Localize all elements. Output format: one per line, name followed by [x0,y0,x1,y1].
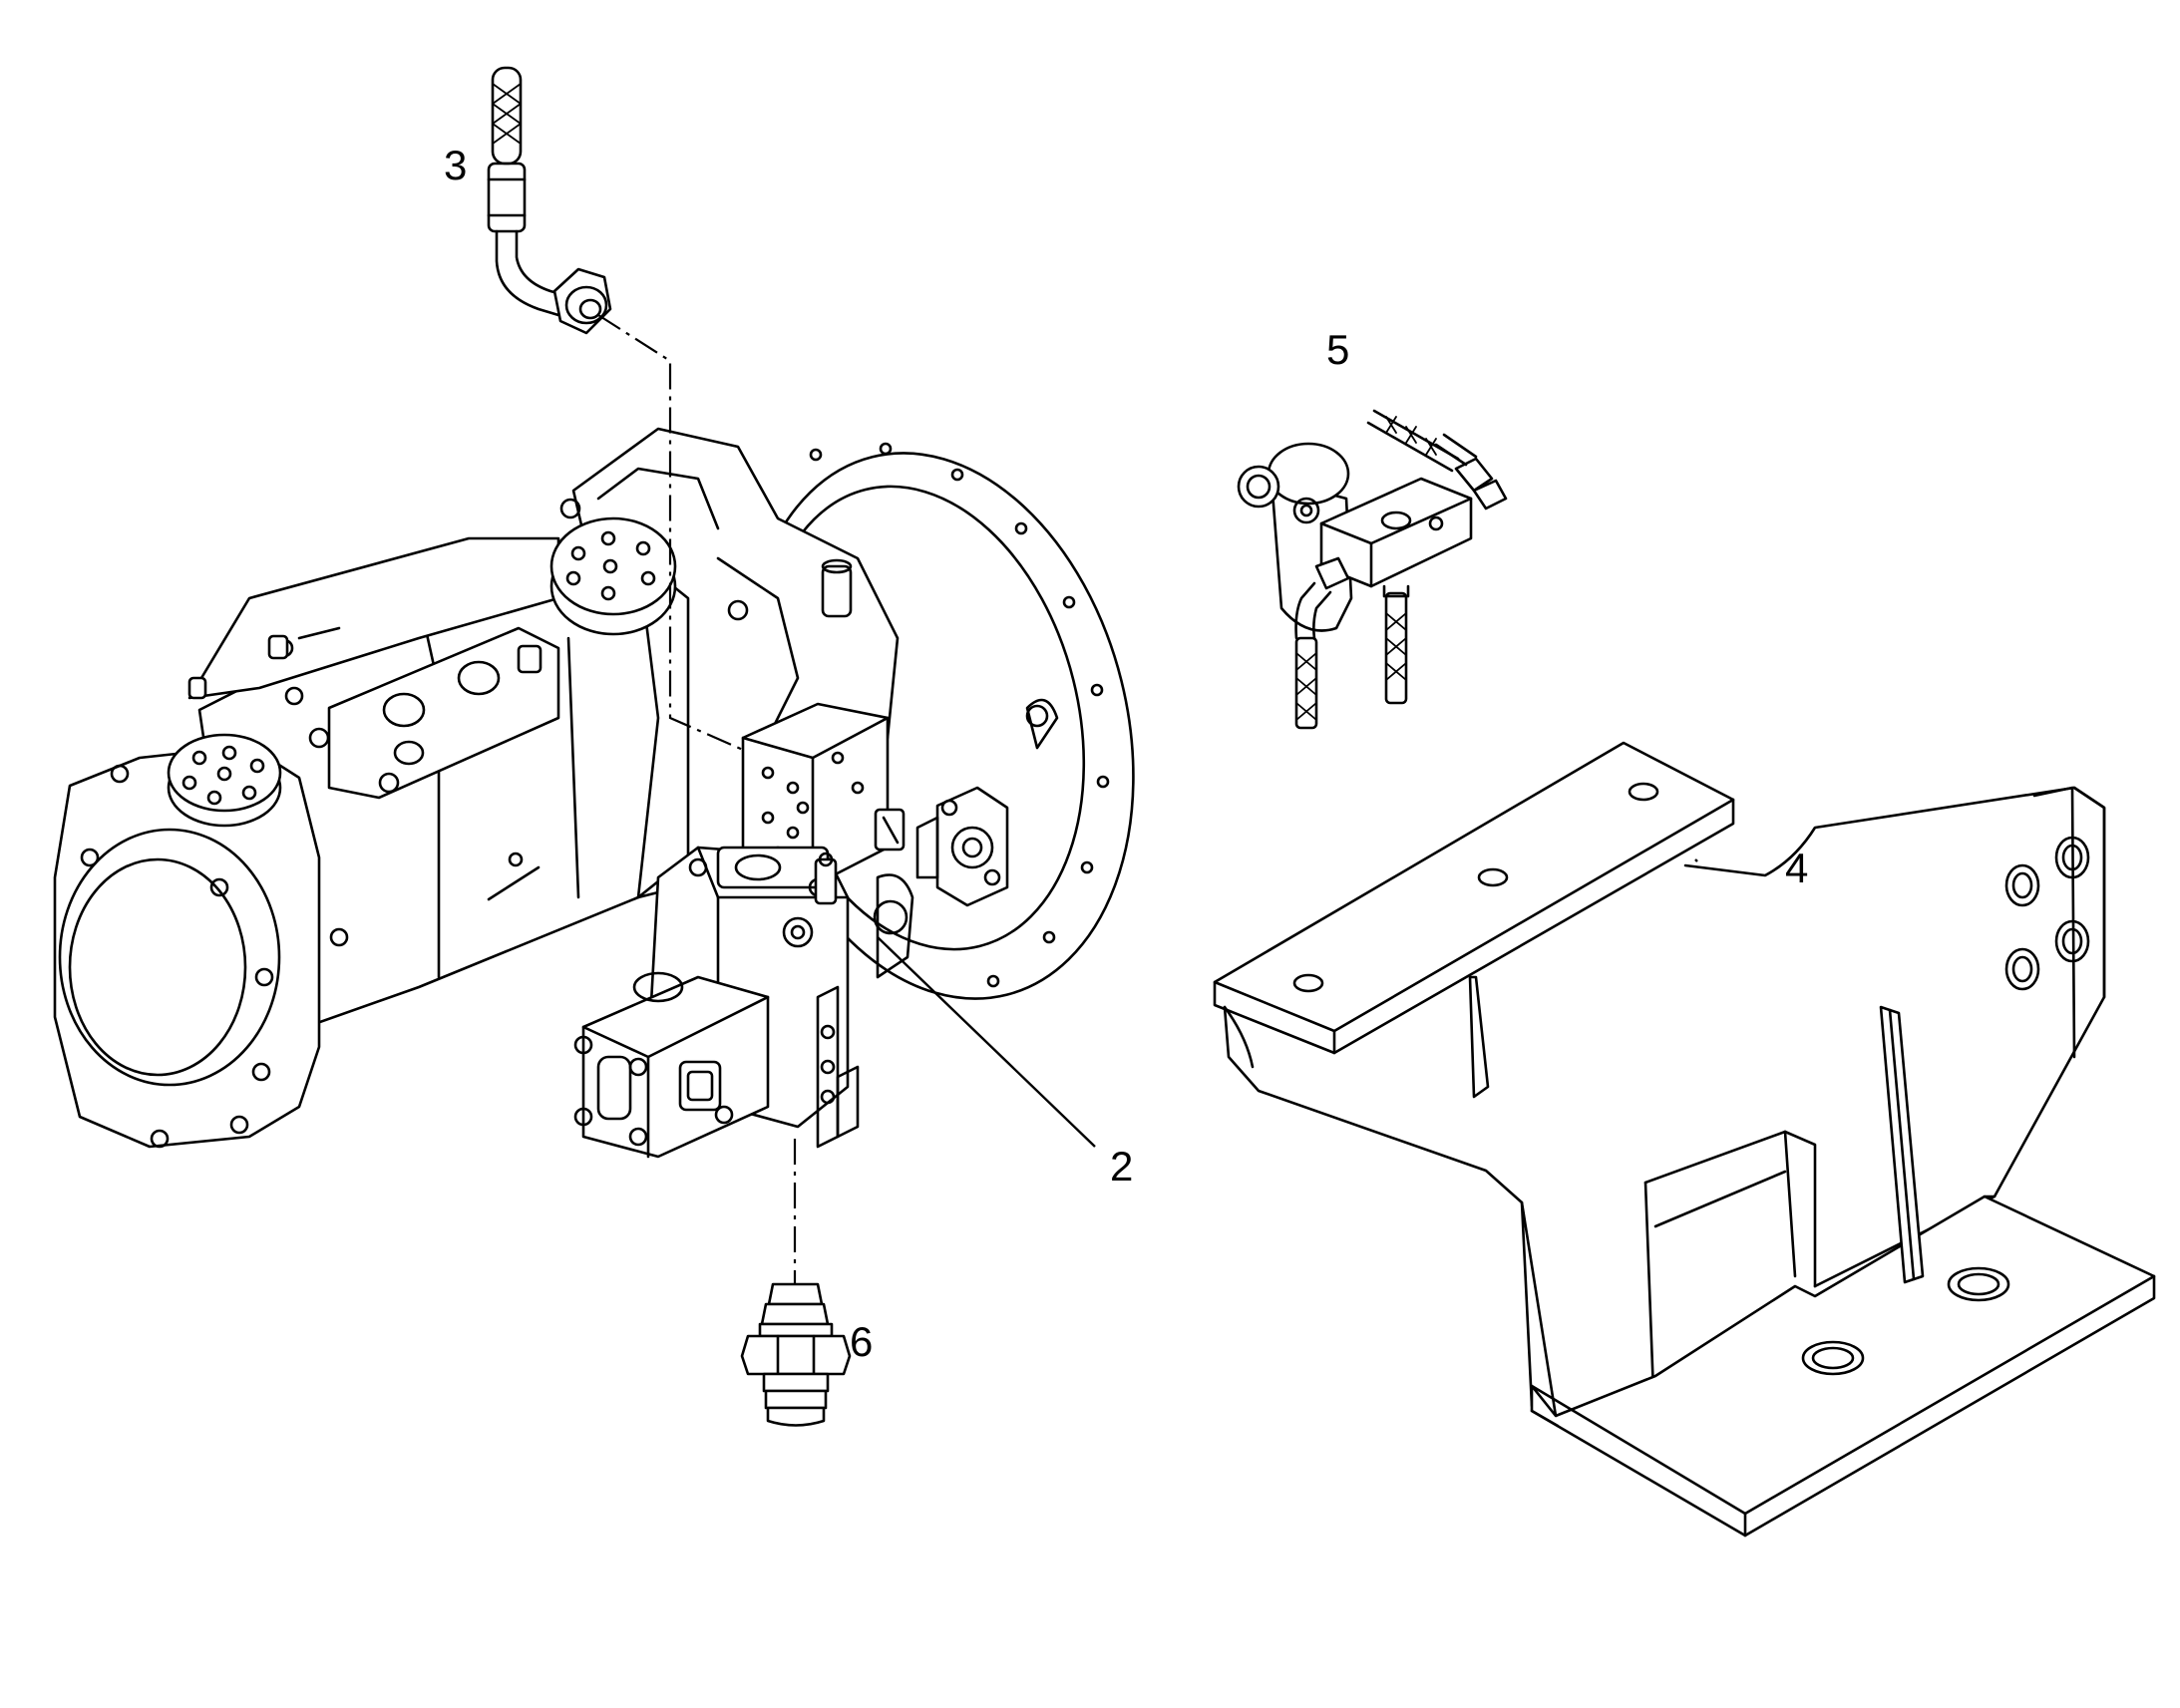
hose-assembly-item-3[interactable] [487,66,612,335]
callout-2: 2 [1110,1143,1133,1190]
leader-item-2 [877,936,1096,1148]
centerline-item-3 [597,314,744,752]
filter-assembly-item-5[interactable] [1237,409,1508,730]
callout-3: 3 [444,142,467,188]
callout-4: 4 [1785,845,1808,891]
cover-bolts [80,764,349,1149]
mounting-bracket-item-4[interactable] [1213,741,2156,1537]
pump-assembly-item-2[interactable] [53,412,1189,1159]
leader-item-4 [1694,858,1698,862]
adapter-fitting-item-6[interactable] [740,1282,852,1427]
callout-5: 5 [1326,326,1349,373]
callout-6: 6 [850,1318,873,1365]
